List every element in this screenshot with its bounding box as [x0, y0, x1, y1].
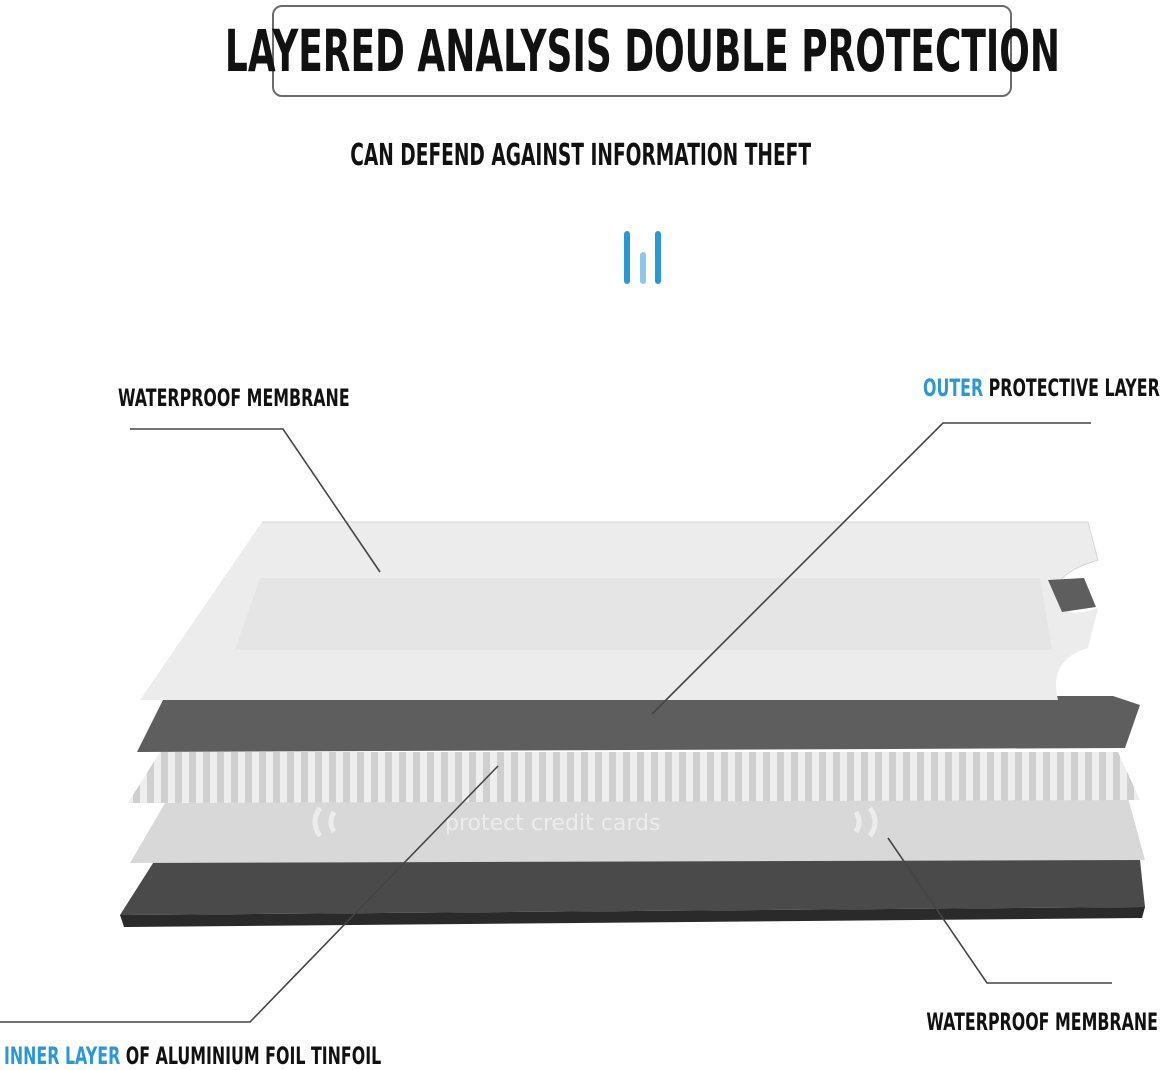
top-membrane-layer [140, 521, 1099, 700]
label-outer-rest: PROTECTIVE LAYER [983, 374, 1160, 402]
leader-lines [0, 422, 1112, 1023]
foil-layer [128, 752, 1140, 803]
label-outer-protective: OUTER PROTECTIVE LAYER [923, 374, 1160, 402]
title-box: LAYERED ANALYSIS DOUBLE PROTECTION [224, 5, 1060, 97]
leader-bottom-right [887, 837, 1112, 984]
bars-icon [624, 231, 661, 284]
leader-bottom-left [0, 765, 499, 1023]
page-title: LAYERED ANALYSIS DOUBLE PROTECTION [224, 17, 1060, 85]
label-waterproof-bottom: WATERPROOF MEMBRANE [926, 1008, 1158, 1036]
leader-top-left [130, 428, 381, 573]
label-outer-accent: OUTER [923, 374, 984, 402]
subtitle: CAN DEFEND AGAINST INFORMATION THEFT [0, 138, 1162, 173]
label-inner-layer: INNER LAYER OF ALUMINIUM FOIL TINFOIL [4, 1042, 381, 1070]
outer-protective-layer [137, 696, 1140, 752]
leader-top-right [651, 422, 1091, 715]
bottom-dark-layer [120, 860, 1145, 927]
subtitle-text: CAN DEFEND AGAINST INFORMATION THEFT [350, 138, 812, 173]
label-inner-accent: INNER LAYER [4, 1042, 121, 1070]
label-waterproof-top: WATERPROOF MEMBRANE [118, 384, 350, 412]
card-print-text: protect credit cards [445, 811, 660, 836]
lower-membrane-layer: protect credit cards [130, 798, 1145, 863]
label-inner-rest: OF ALUMINIUM FOIL TINFOIL [120, 1042, 382, 1070]
